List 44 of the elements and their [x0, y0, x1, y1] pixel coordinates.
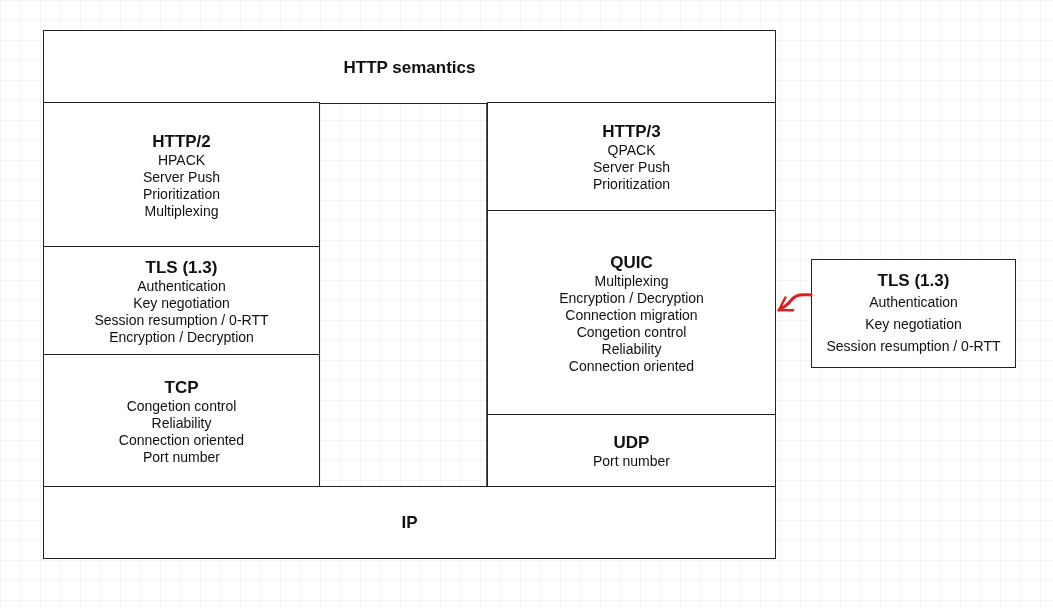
feature-text: Multiplexing [144, 202, 219, 220]
feature-text: Port number [142, 448, 220, 466]
feature-text: Key negotiation [865, 315, 962, 334]
feature-text: Connection migration [565, 306, 698, 324]
layer-title: HTTP semantics [343, 56, 476, 78]
layer-box [487, 210, 776, 416]
feature-text: Session resumption / 0-RTT [94, 311, 269, 329]
layer-box [811, 259, 1016, 368]
feature-text: Prioritization [143, 185, 220, 203]
feature-text: QPACK [607, 142, 656, 159]
feature-text: Reliability [601, 340, 662, 358]
feature-text: Encryption / Decryption [109, 328, 254, 346]
feature-text: Port number [592, 453, 670, 470]
layer-box [43, 30, 776, 104]
feature-text: Authentication [137, 277, 226, 295]
feature-text: Congetion control [576, 323, 687, 341]
feature-text: HPACK [157, 151, 206, 169]
feature-text: Connection oriented [568, 357, 695, 375]
layer-box [43, 354, 320, 488]
feature-text: Server Push [592, 159, 670, 176]
layer-box [43, 102, 320, 248]
layer-box [43, 486, 776, 559]
feature-text: Multiplexing [594, 272, 669, 290]
layer-box [43, 246, 320, 356]
layer-title: IP [401, 512, 418, 533]
layer-title: TCP [164, 376, 199, 398]
feature-text: Connection oriented [118, 431, 245, 449]
layer-title: HTTP/2 [152, 130, 211, 152]
feature-text: Key negotiation [133, 294, 230, 312]
layer-title: QUIC [610, 251, 653, 273]
curved-arrow [777, 293, 813, 312]
layer-title: TLS (1.3) [145, 256, 218, 278]
layer-title: UDP [613, 432, 650, 453]
feature-text: Encryption / Decryption [559, 289, 704, 307]
feature-text: Prioritization [593, 176, 670, 193]
feature-text: Reliability [151, 414, 212, 432]
feature-text: Congetion control [126, 397, 237, 415]
feature-text: Authentication [869, 293, 958, 312]
layer-title: HTTP/3 [602, 121, 661, 142]
layer-box [487, 102, 776, 212]
feature-text: Server Push [142, 168, 220, 186]
layer-title: TLS (1.3) [877, 270, 950, 291]
feature-text: Session resumption / 0-RTT [826, 337, 1001, 356]
layer-box [487, 414, 776, 488]
